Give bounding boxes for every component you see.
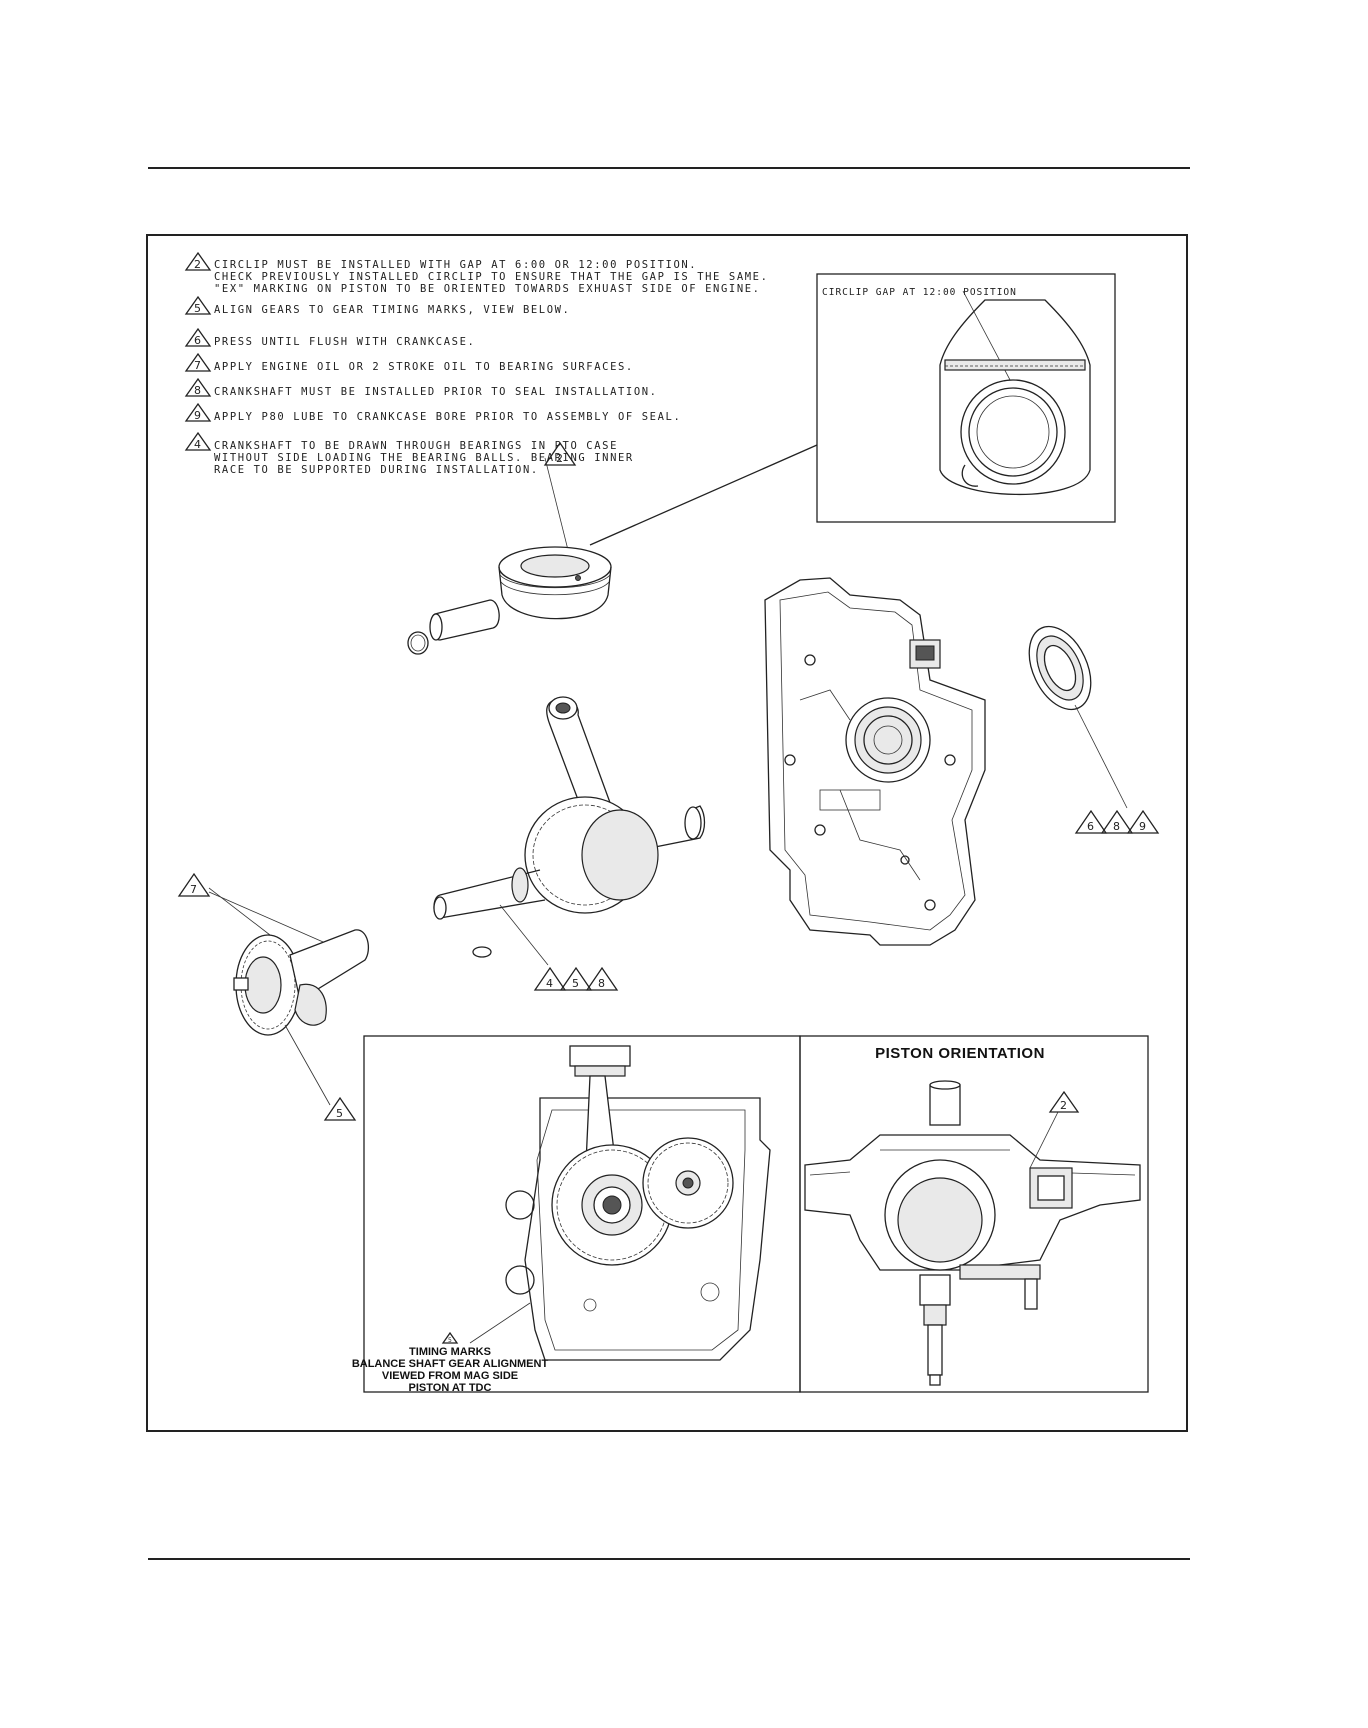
circlip-gap-label: CIRCLIP GAP AT 12:00 POSITION xyxy=(822,287,1017,298)
svg-text:7: 7 xyxy=(190,883,197,896)
svg-text:6: 6 xyxy=(194,334,201,347)
svg-text:5: 5 xyxy=(336,1107,343,1120)
crankshaft-seal: 6 8 9 xyxy=(1028,625,1160,834)
note-4-line-1: CRANKSHAFT TO BE DRAWN THROUGH BEARINGS … xyxy=(214,440,618,452)
callout-seal: 6 8 9 xyxy=(1074,809,1160,834)
svg-text:4: 4 xyxy=(546,977,553,990)
balance-shaft-assembly: 7 5 xyxy=(177,872,369,1121)
svg-text:5: 5 xyxy=(572,977,579,990)
note-6-line-1: PRESS UNTIL FLUSH WITH CRANKCASE. xyxy=(214,336,475,348)
timing-caption-4: PISTON AT TDC xyxy=(409,1382,492,1394)
svg-text:9: 9 xyxy=(194,409,201,422)
svg-text:5: 5 xyxy=(194,302,201,315)
svg-text:2: 2 xyxy=(556,452,563,465)
timing-caption-3: VIEWED FROM MAG SIDE xyxy=(382,1370,518,1382)
note-8-line-1: CRANKSHAFT MUST BE INSTALLED PRIOR TO SE… xyxy=(214,386,658,398)
svg-text:8: 8 xyxy=(1113,820,1120,833)
notes-block: 2 CIRCLIP MUST BE INSTALLED WITH GAP AT … xyxy=(184,251,769,476)
timing-caption-1: TIMING MARKS xyxy=(409,1346,491,1358)
note-4-line-3: RACE TO BE SUPPORTED DURING INSTALLATION… xyxy=(214,464,539,476)
crankshaft-assembly: 4 5 8 xyxy=(433,696,706,991)
crankcase-half xyxy=(764,577,986,946)
note-2-line-2: CHECK PREVIOUSLY INSTALLED CIRCLIP TO EN… xyxy=(214,271,769,283)
note-4: 4 CRANKSHAFT TO BE DRAWN THROUGH BEARING… xyxy=(184,431,634,476)
top-rule xyxy=(148,167,1190,169)
timing-marks-view: 5 TIMING MARKS BALANCE SHAFT GEAR ALIGNM… xyxy=(352,1035,801,1394)
piston-assembly: 2 xyxy=(407,441,612,655)
bottom-rule xyxy=(148,1558,1190,1560)
callout-balance-lower: 5 xyxy=(323,1096,357,1121)
note-2: 2 CIRCLIP MUST BE INSTALLED WITH GAP AT … xyxy=(184,251,769,295)
svg-text:4: 4 xyxy=(194,438,201,451)
callout-crankshaft: 4 5 8 xyxy=(533,966,619,991)
circlip-detail-inset: CIRCLIP GAP AT 12:00 POSITION xyxy=(589,273,1116,546)
svg-text:5: 5 xyxy=(448,1337,452,1344)
svg-text:2: 2 xyxy=(194,258,201,271)
timing-caption-2: BALANCE SHAFT GEAR ALIGNMENT xyxy=(352,1358,549,1370)
note-6: 6 PRESS UNTIL FLUSH WITH CRANKCASE. xyxy=(184,327,475,348)
callout-balance-upper: 7 xyxy=(177,872,331,946)
svg-text:7: 7 xyxy=(194,359,201,372)
svg-text:9: 9 xyxy=(1139,820,1146,833)
note-2-line-1: CIRCLIP MUST BE INSTALLED WITH GAP AT 6:… xyxy=(214,259,697,271)
note-7-line-1: APPLY ENGINE OIL OR 2 STROKE OIL TO BEAR… xyxy=(214,361,634,373)
note-9-line-1: APPLY P80 LUBE TO CRANKCASE BORE PRIOR T… xyxy=(214,411,681,423)
piston-orientation-view: PISTON ORIENTATION 2 xyxy=(799,1035,1149,1393)
note-2-line-3: "EX" MARKING ON PISTON TO BE ORIENTED TO… xyxy=(214,283,761,295)
note-7: 7 APPLY ENGINE OIL OR 2 STROKE OIL TO BE… xyxy=(184,352,634,373)
svg-text:8: 8 xyxy=(598,977,605,990)
note-5-line-1: ALIGN GEARS TO GEAR TIMING MARKS, VIEW B… xyxy=(214,304,570,316)
note-5: 5 ALIGN GEARS TO GEAR TIMING MARKS, VIEW… xyxy=(184,295,570,316)
svg-text:8: 8 xyxy=(194,384,201,397)
note-8: 8 CRANKSHAFT MUST BE INSTALLED PRIOR TO … xyxy=(184,377,658,398)
callout-orientation: 2 xyxy=(1048,1090,1080,1113)
note-9: 9 APPLY P80 LUBE TO CRANKCASE BORE PRIOR… xyxy=(184,402,681,423)
callout-timing: 5 xyxy=(441,1331,459,1344)
svg-text:6: 6 xyxy=(1087,820,1094,833)
diagram-frame xyxy=(146,234,1188,1432)
note-4-line-2: WITHOUT SIDE LOADING THE BEARING BALLS. … xyxy=(214,452,634,464)
svg-text:2: 2 xyxy=(1060,1099,1067,1112)
piston-orientation-title: PISTON ORIENTATION xyxy=(875,1045,1045,1062)
